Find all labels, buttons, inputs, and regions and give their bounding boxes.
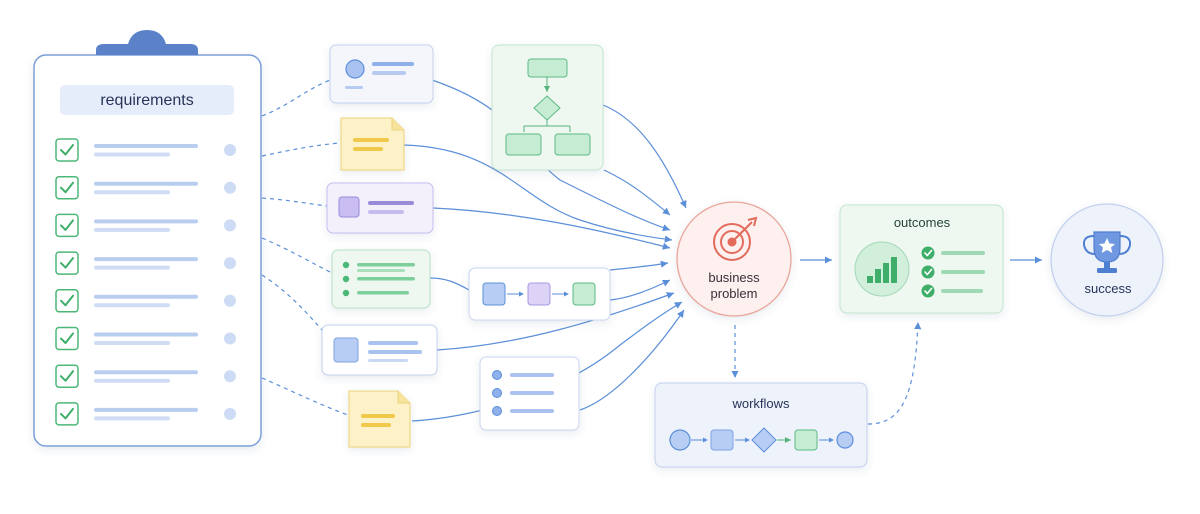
outcome-check-row bbox=[921, 265, 985, 279]
workflow-start-node bbox=[669, 429, 691, 451]
status-dot bbox=[224, 294, 236, 307]
check-circle-icon bbox=[921, 246, 935, 260]
flowchart-card bbox=[491, 44, 604, 171]
requirement-row bbox=[55, 175, 236, 200]
checkbox-icon bbox=[55, 364, 79, 388]
status-dot bbox=[224, 407, 236, 420]
status-dot bbox=[224, 144, 236, 156]
business-problem-label: business problem bbox=[682, 270, 786, 302]
requirement-row bbox=[55, 138, 236, 162]
requirement-row bbox=[55, 251, 236, 275]
workflow-decision-node bbox=[751, 427, 777, 453]
green-list-card bbox=[331, 249, 431, 309]
check-icon bbox=[60, 144, 74, 156]
check-icon bbox=[60, 294, 74, 307]
requirements-list bbox=[55, 138, 236, 426]
requirement-row bbox=[55, 213, 236, 238]
business-problem-node bbox=[676, 201, 792, 317]
success-node bbox=[1050, 203, 1164, 317]
requirement-row bbox=[55, 402, 236, 426]
checkbox-icon bbox=[55, 175, 79, 200]
workflows-title: workflows bbox=[732, 396, 790, 411]
check-icon bbox=[60, 219, 74, 231]
check-circle-icon bbox=[921, 265, 935, 279]
check-icon bbox=[60, 407, 74, 420]
check-icon bbox=[60, 370, 74, 382]
outcome-check-row bbox=[921, 246, 985, 260]
status-dot bbox=[224, 370, 236, 383]
status-dot bbox=[224, 181, 236, 194]
yellow-note-card bbox=[340, 117, 405, 171]
dots-list-card bbox=[479, 356, 580, 431]
status-dot bbox=[224, 219, 236, 232]
requirement-row bbox=[55, 326, 236, 351]
checkbox-icon bbox=[55, 213, 79, 238]
checkbox-icon bbox=[55, 326, 79, 351]
status-dot bbox=[224, 332, 236, 345]
outcomes-card bbox=[839, 204, 1004, 314]
bar-chart-icon bbox=[867, 257, 897, 283]
requirements-title: requirements bbox=[100, 92, 194, 109]
profile-card bbox=[329, 44, 434, 104]
blue-square-card bbox=[321, 324, 438, 376]
solid-connectors bbox=[403, 79, 1042, 422]
checkbox-icon bbox=[55, 138, 79, 162]
outcomes-checklist bbox=[921, 246, 985, 298]
checkbox-icon bbox=[55, 251, 79, 275]
purple-card bbox=[326, 182, 434, 234]
success-label: success bbox=[1084, 281, 1132, 296]
outcomes-title: outcomes bbox=[893, 215, 951, 230]
dashed-connectors bbox=[261, 79, 922, 425]
outcome-check-row bbox=[921, 284, 983, 298]
trophy-icon bbox=[1082, 231, 1132, 273]
checkbox-icon bbox=[55, 402, 79, 426]
requirements-title-bg bbox=[60, 85, 234, 115]
checkbox-icon bbox=[55, 289, 79, 313]
requirement-row bbox=[55, 364, 236, 388]
target-icon bbox=[713, 216, 758, 261]
check-circle-icon bbox=[921, 284, 935, 298]
workflows-card bbox=[654, 382, 868, 468]
process-card bbox=[468, 267, 611, 321]
business-problem-line2: problem bbox=[710, 286, 758, 301]
workflow-end-node bbox=[836, 431, 854, 449]
yellow-note-card-2 bbox=[348, 390, 411, 448]
check-icon bbox=[60, 332, 74, 344]
avatar-icon bbox=[345, 59, 365, 79]
business-problem-line1: business bbox=[708, 270, 760, 285]
check-icon bbox=[60, 181, 74, 194]
status-dot bbox=[224, 257, 236, 270]
requirements-clipboard bbox=[33, 30, 262, 447]
requirement-row bbox=[55, 289, 236, 313]
check-icon bbox=[60, 257, 74, 269]
